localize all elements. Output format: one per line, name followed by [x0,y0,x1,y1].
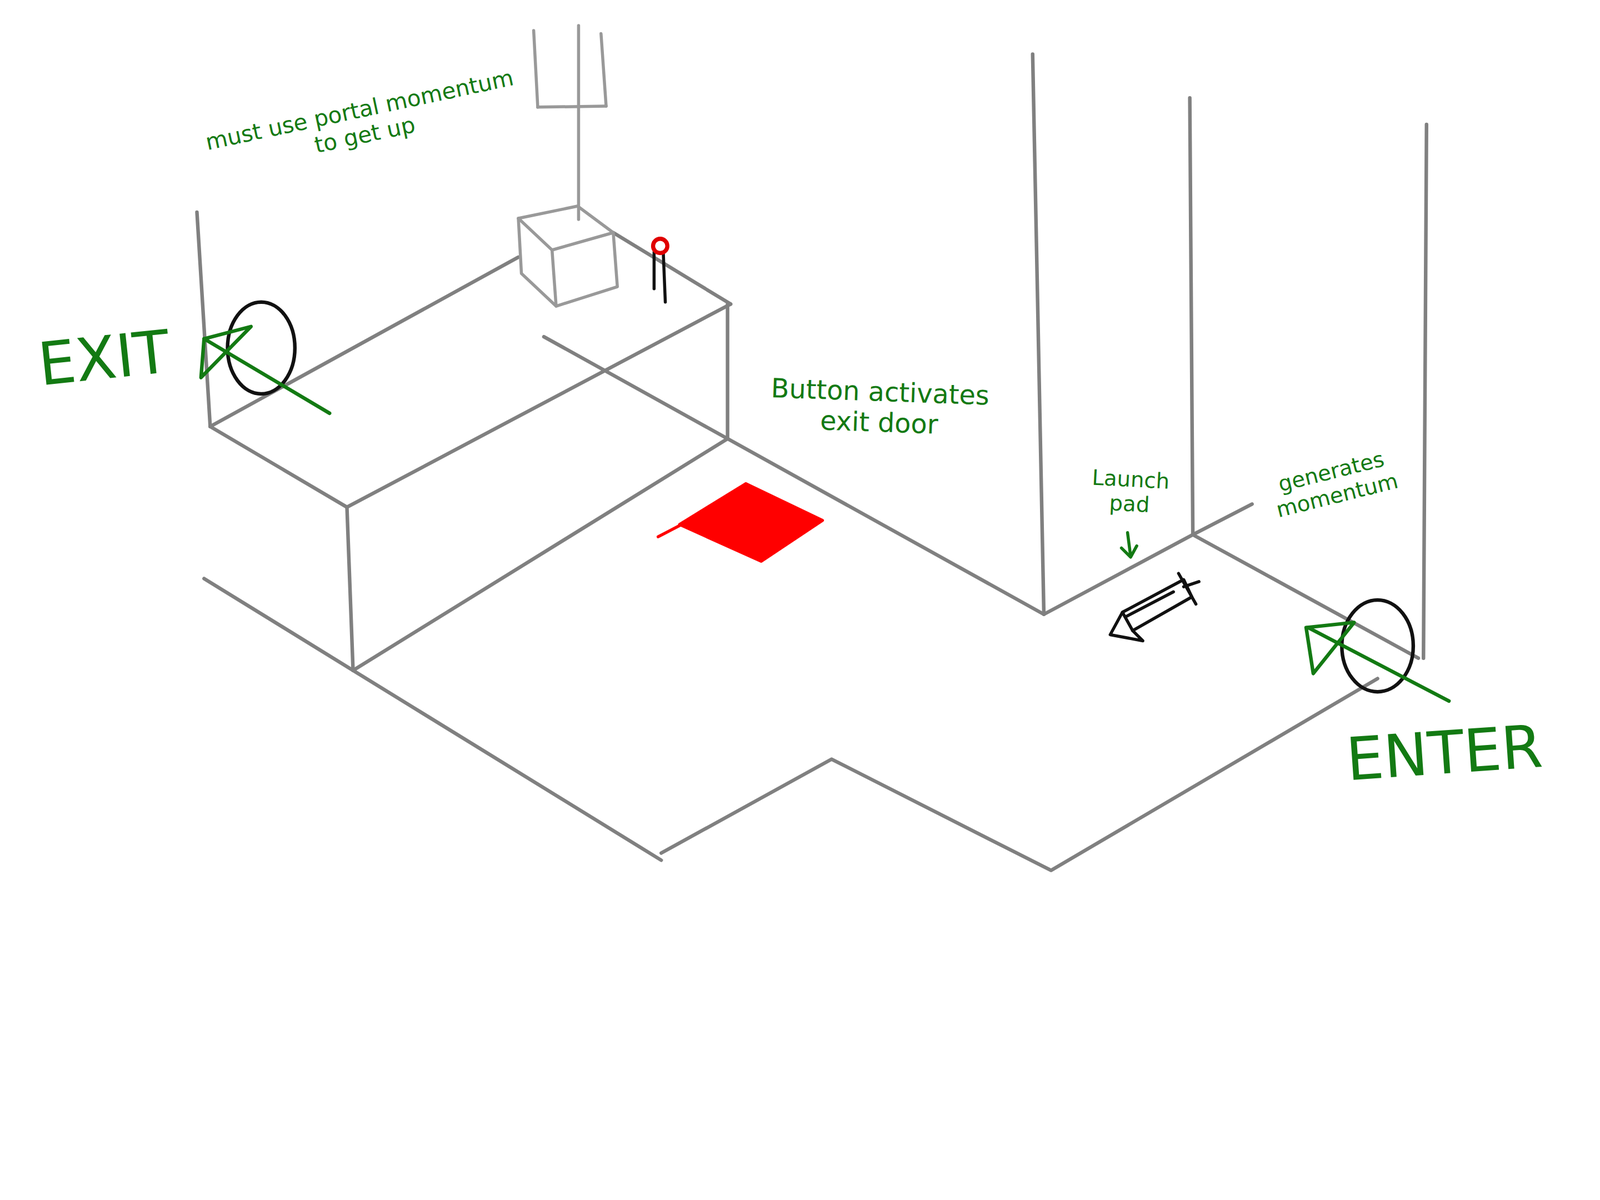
design-note: must use portal momentum to get up [202,64,523,181]
level-geometry [196,53,1427,870]
exit-label: EXIT [29,317,179,400]
companion-cube [518,25,618,307]
floor-button [658,483,823,562]
enter-portal [1306,600,1449,702]
button-note: Button activates exit door [746,372,1014,443]
enter-label: ENTER [1332,711,1557,795]
momentum-note: generates momentum [1241,438,1427,530]
pedestal-button [653,238,668,303]
launch-pad [1110,573,1199,641]
leader-arrow [1121,532,1138,558]
launch-pad-label: Launch pad [1070,464,1190,520]
exit-portal [201,302,330,414]
